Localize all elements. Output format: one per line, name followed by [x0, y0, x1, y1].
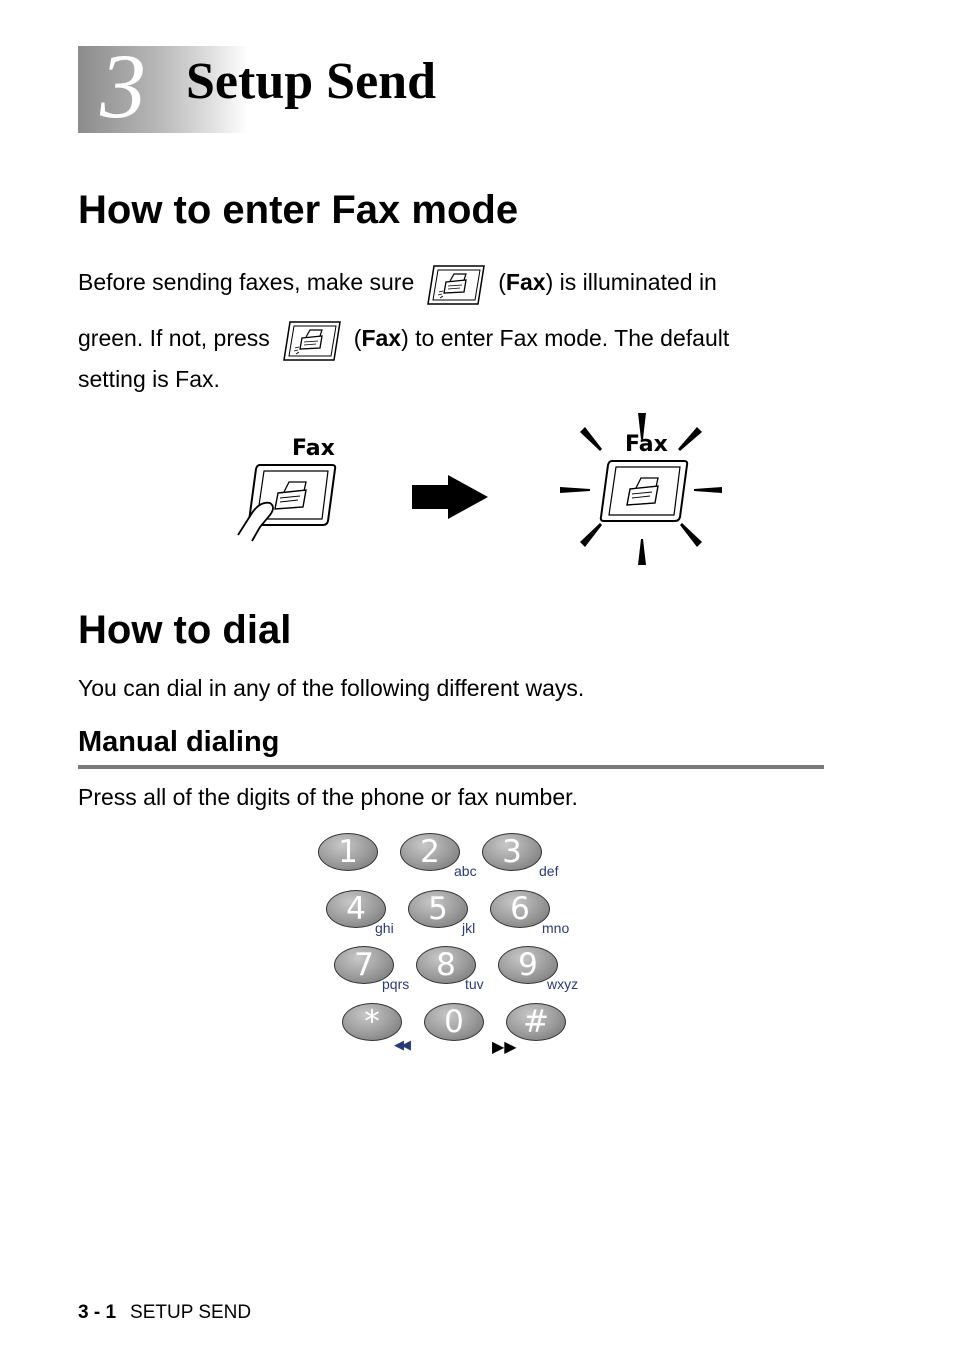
key-digit: 3 [502, 834, 522, 870]
key-digit: # [523, 1004, 549, 1040]
key-oval [408, 890, 468, 928]
footer-label: SETUP SEND [130, 1302, 252, 1323]
fax-button-icon [282, 318, 342, 362]
fax-keyword: Fax [361, 325, 402, 352]
key-3: 3 def [482, 833, 558, 879]
key-oval [334, 946, 394, 984]
paragraph-manual-dialing: Press all of the digits of the phone or … [78, 784, 578, 810]
text-fragment: ( [353, 325, 362, 352]
fast-forward-icon: ▶▶ [492, 1039, 517, 1056]
key-2: 2 abc [400, 833, 477, 879]
key-oval [490, 890, 550, 928]
key-digit: 6 [510, 891, 530, 927]
key-oval [498, 946, 558, 984]
key-4: 4 ghi [326, 890, 394, 936]
fax-keyword: Fax [505, 269, 546, 296]
fax-label-left: Fax [292, 436, 335, 461]
paragraph-dial-intro: You can dial in any of the following dif… [78, 675, 585, 701]
key-letters: wxyz [547, 976, 579, 992]
page-number: 3 - 1 [78, 1302, 117, 1323]
key-8: 8 tuv [416, 946, 484, 992]
text-fragment: ( [498, 269, 506, 296]
key-digit: 4 [346, 891, 366, 927]
rewind-icon: ◀◀ [394, 1037, 411, 1052]
fax-button-right [599, 460, 689, 522]
key-6: 6 mno [490, 890, 569, 936]
key-oval [506, 1003, 566, 1041]
key-letters: jkl [462, 920, 476, 936]
text-fragment: ) is illuminated in [545, 269, 717, 296]
key-digit: * [364, 1004, 380, 1040]
key-oval [416, 946, 476, 984]
section-heading-how-to-dial: How to dial [78, 608, 292, 652]
key-oval [400, 833, 460, 871]
key-letters: abc [454, 863, 477, 879]
key-letters: tuv [465, 976, 484, 992]
key-9: 9 wxyz [498, 946, 578, 992]
page-footer: 3 - 1 SETUP SEND [78, 1302, 251, 1324]
key-digit: 1 [338, 834, 358, 870]
section-rule [78, 765, 824, 769]
chapter-number-block [78, 46, 248, 133]
fax-mode-illustration: Fax Fax [230, 405, 730, 570]
key-0: 0 [424, 1003, 484, 1041]
key-oval [482, 833, 542, 871]
key-7: 7 pqrs [334, 946, 409, 992]
key-1: 1 [318, 833, 378, 871]
paragraph-fax-line1: Before sending faxes, make sure (Fax) is… [78, 262, 717, 306]
section-heading-fax-mode: How to enter Fax mode [78, 188, 519, 232]
key-digit: 9 [518, 947, 538, 983]
key-letters: mno [542, 920, 570, 936]
text-fragment: green. If not, press [78, 325, 270, 352]
illumination-rays-icon [560, 413, 722, 565]
key-digit: 0 [444, 1004, 464, 1040]
key-digit: 8 [436, 947, 456, 983]
text-fragment: ) to enter Fax mode. The default [401, 325, 730, 352]
key-oval [342, 1003, 402, 1041]
subsection-heading-manual-dialing: Manual dialing [78, 726, 280, 758]
fax-button-icon [426, 262, 486, 306]
key-letters: def [539, 863, 559, 879]
key-oval [424, 1003, 484, 1041]
key-hash: # [506, 1003, 566, 1041]
key-star: * ◀◀ [342, 1003, 411, 1052]
key-oval [326, 890, 386, 928]
paragraph-fax-line3: setting is Fax. [78, 366, 220, 392]
dial-keypad: 1 2 abc 3 def 4 ghi 5 jkl 6 mno 7 pqrs 8… [310, 828, 600, 1058]
key-letters: pqrs [382, 976, 410, 992]
key-oval [318, 833, 378, 871]
fax-label-right: Fax [625, 432, 668, 457]
chapter-title: Setup Send [186, 53, 436, 110]
key-digit: 2 [420, 834, 440, 870]
key-digit: 7 [354, 947, 374, 983]
key-letters: ghi [375, 920, 394, 936]
chapter-number: 3 [100, 35, 146, 137]
arrow-right-icon [412, 475, 488, 519]
text-fragment: Before sending faxes, make sure [78, 269, 415, 296]
finger-icon [237, 501, 274, 542]
paragraph-fax-line2: green. If not, press (Fax) to enter Fax … [78, 318, 729, 362]
key-digit: 5 [428, 891, 448, 927]
key-5: 5 jkl [408, 890, 475, 936]
